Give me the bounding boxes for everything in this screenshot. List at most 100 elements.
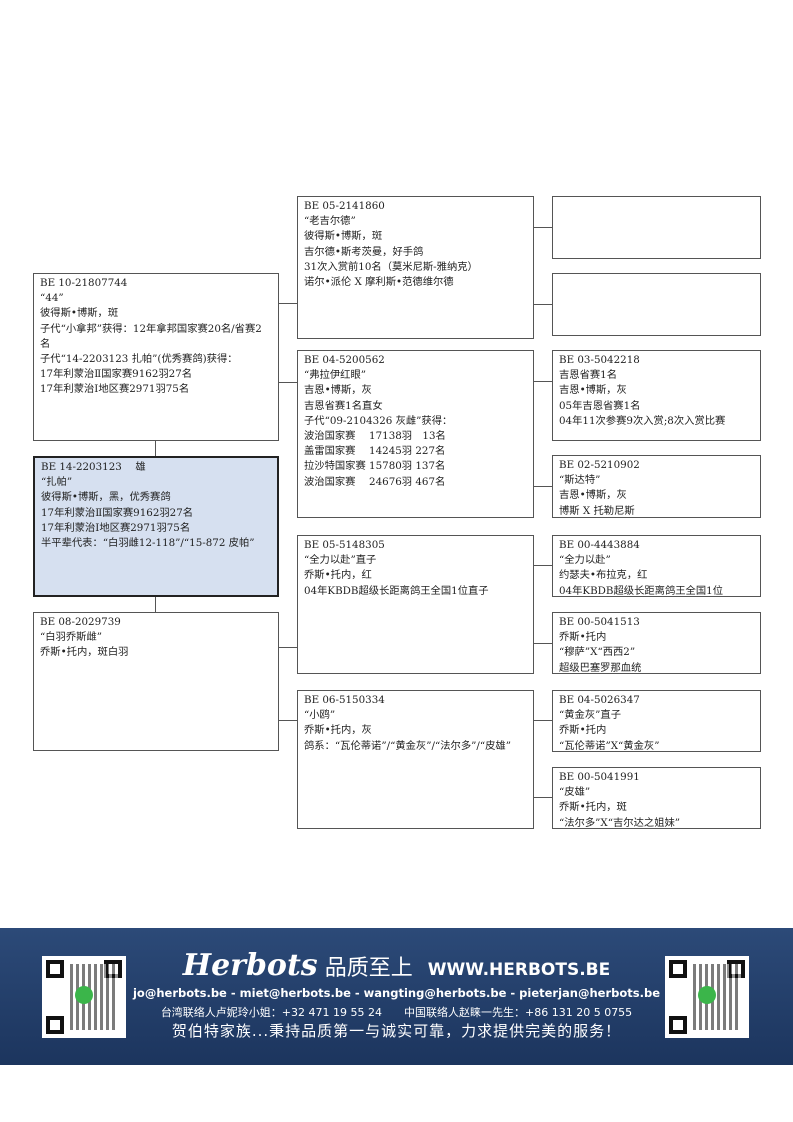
connector-line — [534, 381, 553, 382]
pedigree-line: 吉恩省赛1名直女 — [304, 399, 383, 412]
pedigree-line: 超级巴塞罗那血统 — [559, 661, 642, 674]
pedigree-line: BE 05-2141860 — [304, 200, 385, 212]
website-link[interactable]: WWW.HERBOTS.BE — [427, 960, 611, 980]
pedigree-line: 吉恩•博斯，灰 — [559, 489, 627, 502]
pedigree-line: 博斯 X 托勒尼斯 — [559, 504, 635, 517]
connector-line — [279, 647, 298, 648]
pedigree-line: BE 03-5042218 — [559, 354, 640, 366]
pedigree-line: “斯达特” — [559, 474, 601, 487]
pedigree-line: “法尔多”X“吉尔达之姐妹” — [559, 816, 681, 829]
pedigree-line: 乔斯•托内，灰 — [304, 724, 372, 737]
dam-box: BE 08-2029739 “白羽乔斯雌” 乔斯•托内，斑白羽 — [33, 612, 279, 751]
connector-line — [534, 227, 553, 228]
pedigree-line: 吉恩•博斯，灰 — [559, 384, 627, 397]
pedigree-line: “白羽乔斯雌” — [40, 631, 103, 644]
gen3-box: BE 04-5026347“黄金灰”直子乔斯•托内“瓦伦蒂诺”X“黄金灰” — [552, 690, 761, 752]
pedigree-line: “全力以赴” — [559, 554, 611, 567]
gen2-box: BE 04-5200562 “弗拉伊红眼” 吉恩•博斯，灰吉恩省赛1名直女子代“09… — [297, 350, 534, 518]
pedigree-line: 彼得斯•博斯，黑，优秀赛鸽 — [41, 491, 171, 504]
gen2-box: BE 06-5150334“小鸥”乔斯•托内，灰鸽系：“瓦伦蒂诺”/“黄金灰”/… — [297, 690, 534, 829]
footer-banner: Herbots 品质至上 WWW.HERBOTS.BE jo@herbots.b… — [0, 928, 793, 1065]
subject-pigeon-box: BE 14-2203123 雄 “扎帕” 彼得斯•博斯，黑，优秀赛鸽 17年利蒙治Ⅱ国… — [33, 456, 279, 597]
pedigree-line: BE 14-2203123 雄 — [41, 461, 146, 473]
pedigree-line: “小鸥” — [304, 709, 336, 722]
herbots-logo: Herbots — [182, 948, 318, 983]
pedigree-line: BE 00-5041991 — [559, 771, 640, 783]
pedigree-line: “皮雄” — [559, 786, 591, 799]
pedigree-line: BE 00-4443884 — [559, 539, 640, 551]
gen3-box: BE 00-4443884 “全力以赴” 约瑟夫•布拉克，红 04年KBDB超级长距离… — [552, 535, 761, 597]
pedigree-line: 子代“09-2104326 灰雌”获得： — [304, 414, 453, 427]
connector-line — [279, 720, 298, 721]
pedigree-line: BE 10-21807744 — [40, 277, 128, 289]
slogan: 贺伯特家族...秉持品质第一与诚实可靠，力求提供完美的服务！ — [171, 1022, 622, 1040]
pedigree-line: 17年利蒙治Ⅱ国家赛9162羽27名 — [40, 368, 193, 381]
connector-line — [534, 797, 553, 798]
connector-line — [279, 303, 298, 304]
pedigree-line: 17年利蒙治Ⅰ地区赛2971羽75名 — [40, 383, 190, 396]
pedigree-line: 诺尔•派伦 X 摩利斯•范德维尔德 — [304, 276, 454, 289]
pedigree-line: 波治国家赛 17138羽 13名 — [304, 430, 446, 443]
pedigree-line: 子代“14-2203123 扎帕”(优秀赛鸽)获得： — [40, 353, 238, 366]
qr-code-icon — [42, 956, 126, 1038]
pedigree-line: 波治国家赛 24676羽 467名 — [304, 475, 446, 488]
gen3-box: BE 00-5041513 乔斯•托内 “穆萨”X“西西2” 超级巴塞罗那血统 — [552, 612, 761, 674]
pedigree-line: 31次入赏前10名（莫米尼斯-雅纳克） — [304, 260, 478, 273]
pedigree-line: 吉尔德•斯考茨曼，好手鸽 — [304, 245, 424, 258]
tagline: 品质至上 — [324, 956, 413, 981]
connector-line — [155, 441, 156, 456]
pedigree-line: BE 04-5200562 — [304, 354, 385, 366]
pedigree-line: 彼得斯•博斯，斑 — [40, 307, 119, 320]
pedigree-line: “老吉尔德” — [304, 215, 356, 228]
pedigree-line: 吉恩省赛1名 — [559, 369, 618, 382]
pedigree-line: “瓦伦蒂诺”X“黄金灰” — [559, 739, 660, 752]
connector-line — [279, 382, 298, 383]
pedigree-line: 17年利蒙治Ⅰ地区赛2971羽75名 — [41, 521, 191, 534]
pedigree-line: 04年KBDB超级长距离鸽王全国1位直子 — [304, 584, 489, 597]
phone-contacts: 台湾联络人卢妮玲小姐：+32 471 19 55 24 中国联络人赵睐一先生：+… — [160, 1006, 633, 1019]
pedigree-line: 04年11次参赛9次入赏;8次入赏比赛 — [559, 414, 726, 427]
pedigree-line: 05年吉恩省赛1名 — [559, 399, 641, 412]
gen3-box — [552, 196, 761, 259]
connector-line — [534, 643, 553, 644]
pedigree-line: 乔斯•托内 — [559, 631, 607, 644]
gen3-box — [552, 273, 761, 336]
pedigree-line: 乔斯•托内 — [559, 724, 607, 737]
pedigree-line: BE 00-5041513 — [559, 616, 640, 628]
gen3-box: BE 03-5042218 吉恩省赛1名吉恩•博斯，灰 05年吉恩省赛1名 04年11… — [552, 350, 761, 441]
sire-box: BE 10-21807744 “44” 彼得斯•博斯，斑子代“小拿邦”获得：12年拿… — [33, 273, 279, 441]
pedigree-line: 04年KBDB超级长距离鸽王全国1位 — [559, 584, 724, 597]
pedigree-line: “全力以赴”直子 — [304, 554, 377, 567]
pedigree-line: 子代“小拿邦”获得：12年拿邦国家赛20名/省赛2名 — [40, 322, 262, 350]
gen3-box: BE 00-5041991 “皮雄” 乔斯•托内，斑 “法尔多”X“吉尔达之姐妹” — [552, 767, 761, 829]
wechat-qr-code-icon — [665, 956, 749, 1038]
gen2-box: BE 05-2141860 “老吉尔德” 彼得斯•博斯，斑吉尔德•斯考茨曼，好手鸽 3… — [297, 196, 534, 339]
connector-line — [534, 565, 553, 566]
email-list[interactable]: jo@herbots.be - miet@herbots.be - wangti… — [132, 986, 661, 1000]
connector-line — [534, 486, 553, 487]
pedigree-line: 彼得斯•博斯，斑 — [304, 230, 383, 243]
pedigree-line: 盖雷国家赛 14245羽 227名 — [304, 445, 446, 458]
pedigree-line: “扎帕” — [41, 476, 73, 489]
connector-line — [534, 304, 553, 305]
pedigree-line: 吉恩•博斯，灰 — [304, 384, 372, 397]
pedigree-line: 乔斯•托内，斑白羽 — [40, 646, 129, 659]
connector-line — [155, 597, 156, 612]
connector-line — [534, 720, 553, 721]
pedigree-line: 约瑟夫•布拉克，红 — [559, 569, 648, 582]
pedigree-line: 鸽系：“瓦伦蒂诺”/“黄金灰”/“法尔多”/“皮雄” — [304, 739, 511, 752]
pedigree-line: “弗拉伊红眼” — [304, 369, 367, 382]
pedigree-line: BE 08-2029739 — [40, 616, 121, 628]
pedigree-line: “穆萨”X“西西2” — [559, 646, 636, 659]
pedigree-line: 乔斯•托内，红 — [304, 569, 372, 582]
gen3-box: BE 02-5210902 “斯达特” 吉恩•博斯，灰博斯 X 托勒尼斯 — [552, 455, 761, 518]
pedigree-line: BE 02-5210902 — [559, 459, 640, 471]
pedigree-line: 乔斯•托内，斑 — [559, 801, 627, 814]
pedigree-line: “黄金灰”直子 — [559, 709, 622, 722]
pedigree-line: 拉沙特国家赛 15780羽 137名 — [304, 460, 446, 473]
pedigree-line: 17年利蒙治Ⅱ国家赛9162羽27名 — [41, 506, 194, 519]
pedigree-line: “44” — [40, 292, 64, 305]
pedigree-line: 半平辈代表：“白羽雌12-118”/“15-872 皮帕” — [41, 537, 255, 550]
